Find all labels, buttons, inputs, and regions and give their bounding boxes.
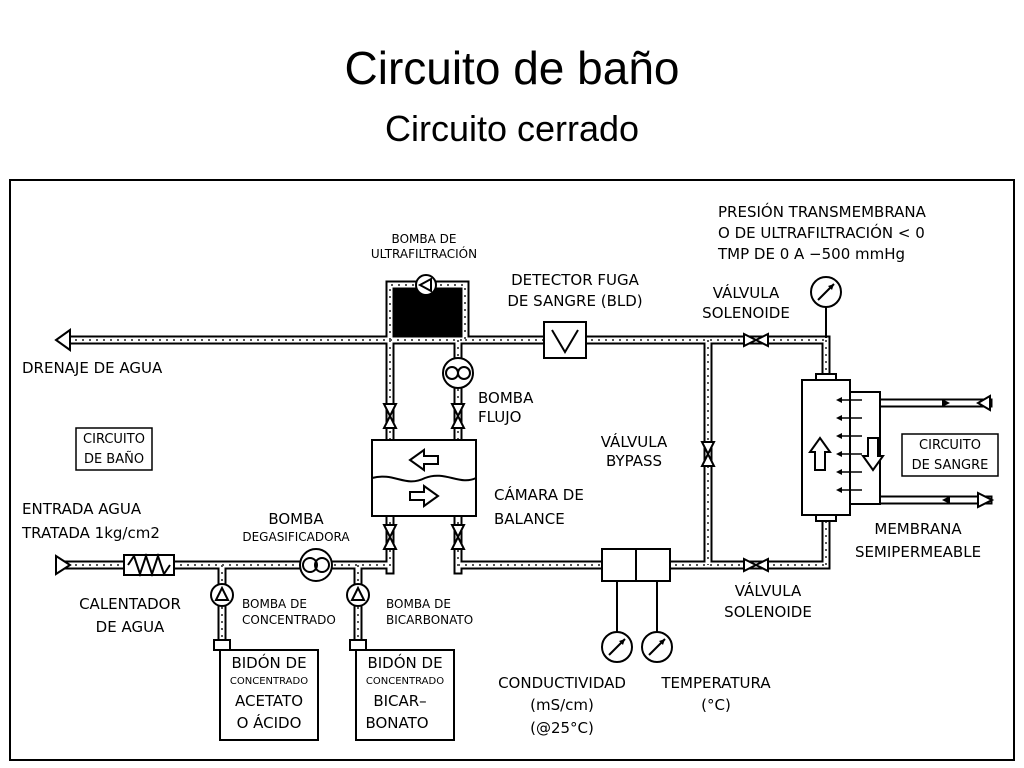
conc-pump-label-1: BOMBA DE bbox=[242, 597, 307, 611]
blood-outlet-arrow-icon bbox=[977, 491, 995, 509]
bic-pump-label-2: BICARBONATO bbox=[386, 613, 473, 627]
inlet-arrow-icon bbox=[55, 554, 72, 576]
conductivity-gauge-icon bbox=[601, 631, 633, 663]
heater-label-1: CALENTADOR bbox=[79, 595, 181, 613]
temperature-gauge-icon bbox=[641, 631, 673, 663]
diagram-frame bbox=[9, 179, 1015, 761]
pressure-gauge-icon bbox=[810, 276, 842, 338]
drum2-label-1: BIDÓN DE bbox=[367, 653, 442, 672]
detector-label-1: DETECTOR FUGA bbox=[511, 271, 640, 289]
heater-label-2: DE AGUA bbox=[96, 618, 165, 636]
blood-inlet-arrow-icon bbox=[976, 394, 991, 412]
drum2-label-3: BICAR– bbox=[373, 692, 426, 710]
solenoid-top-label-2: SOLENOIDE bbox=[702, 304, 790, 322]
page-title: Circuito de baño bbox=[344, 42, 680, 94]
temperature-label-1: TEMPERATURA bbox=[660, 674, 771, 692]
concentrate-pump-icon bbox=[210, 583, 234, 607]
uf-pump-label-1: BOMBA DE bbox=[392, 232, 457, 246]
bypass-label-2: BYPASS bbox=[606, 452, 662, 470]
bic-pump-label-1: BOMBA DE bbox=[386, 597, 451, 611]
bypass-valve-icon bbox=[700, 441, 716, 467]
solenoid-top-label-1: VÁLVULA bbox=[713, 283, 780, 302]
degas-pump-label-2: DEGASIFICADORA bbox=[242, 530, 350, 544]
tmp-label-3: TMP DE 0 A −500 mmHg bbox=[717, 245, 905, 263]
conductivity-label-1: CONDUCTIVIDAD bbox=[498, 674, 626, 692]
solenoid-bottom-label-2: SOLENOIDE bbox=[724, 603, 812, 621]
degas-pump-label-1: BOMBA bbox=[268, 510, 324, 528]
page-subtitle: Circuito cerrado bbox=[384, 108, 640, 149]
semipermeable-membrane-icon bbox=[801, 373, 885, 522]
valve-uf-icon bbox=[382, 403, 398, 429]
blood-leak-detector-icon bbox=[543, 321, 587, 359]
drum1-label-1: BIDÓN DE bbox=[231, 653, 306, 672]
uf-pump-label-2: ULTRAFILTRACIÓN bbox=[371, 246, 477, 261]
drum2-label-2: CONCENTRADO bbox=[366, 676, 444, 687]
drain-arrow-icon bbox=[54, 328, 71, 352]
drum1-label-2: CONCENTRADO bbox=[230, 676, 308, 687]
bypass-label-1: VÁLVULA bbox=[601, 432, 668, 451]
drain-label: DRENAJE DE AGUA bbox=[22, 359, 163, 377]
bath-circuit-box bbox=[75, 427, 153, 471]
conductivity-label-3: (@25°C) bbox=[530, 719, 594, 737]
conductivity-temperature-cell bbox=[601, 548, 671, 632]
acetate-drum bbox=[213, 639, 319, 741]
inlet-label-2: TRATADA 1kg/cm2 bbox=[21, 524, 160, 542]
conc-pump-label-2: CONCENTRADO bbox=[242, 613, 336, 627]
degassing-pump-icon bbox=[299, 548, 333, 582]
blood-circuit-label-1: CIRCUITO bbox=[919, 438, 981, 453]
valve-flow-icon bbox=[450, 403, 466, 429]
temperature-label-2: (°C) bbox=[701, 696, 731, 714]
balance-chamber-icon bbox=[371, 439, 477, 517]
bath-circuit-label-2: DE BAÑO bbox=[84, 451, 144, 467]
bicarbonate-pump-icon bbox=[346, 583, 370, 607]
inlet-label-1: ENTRADA AGUA bbox=[22, 500, 142, 518]
bath-circuit-label-1: CIRCUITO bbox=[83, 432, 145, 447]
pipe-network bbox=[68, 285, 826, 640]
membrane-label-2: SEMIPERMEABLE bbox=[855, 543, 981, 561]
ultrafiltration-pump-icon bbox=[415, 274, 437, 296]
flow-pump-label-1: BOMBA bbox=[478, 389, 534, 407]
drum1-label-4: O ÁCIDO bbox=[237, 713, 302, 732]
drum2-label-4: BONATO bbox=[365, 714, 428, 732]
water-heater-icon bbox=[123, 552, 175, 578]
conductivity-label-2: (mS/cm) bbox=[530, 696, 594, 714]
detector-label-2: DE SANGRE (BLD) bbox=[507, 292, 642, 310]
valves bbox=[382, 332, 769, 573]
solenoid-valve-top-icon bbox=[743, 332, 769, 348]
flow-pump-label-2: FLUJO bbox=[478, 408, 521, 426]
blood-lines bbox=[875, 394, 995, 509]
blood-circuit-box bbox=[901, 433, 999, 477]
flow-pump-icon bbox=[442, 357, 474, 389]
tmp-label-2: O DE ULTRAFILTRACIÓN < 0 bbox=[718, 223, 925, 242]
chamber-label-1: CÁMARA DE bbox=[494, 485, 584, 504]
chamber-label-2: BALANCE bbox=[494, 510, 565, 528]
valve-in-left-icon bbox=[382, 524, 398, 550]
solenoid-bottom-label-1: VÁLVULA bbox=[735, 581, 802, 600]
drum1-label-3: ACETATO bbox=[235, 692, 303, 710]
bicarbonate-drum bbox=[349, 639, 455, 741]
valve-in-right-icon bbox=[450, 524, 466, 550]
tmp-label-1: PRESIÓN TRANSMEMBRANA bbox=[718, 202, 927, 221]
blood-circuit-label-2: DE SANGRE bbox=[912, 458, 989, 473]
membrane-label-1: MEMBRANA bbox=[874, 520, 962, 538]
solenoid-valve-bottom-icon bbox=[743, 557, 769, 573]
